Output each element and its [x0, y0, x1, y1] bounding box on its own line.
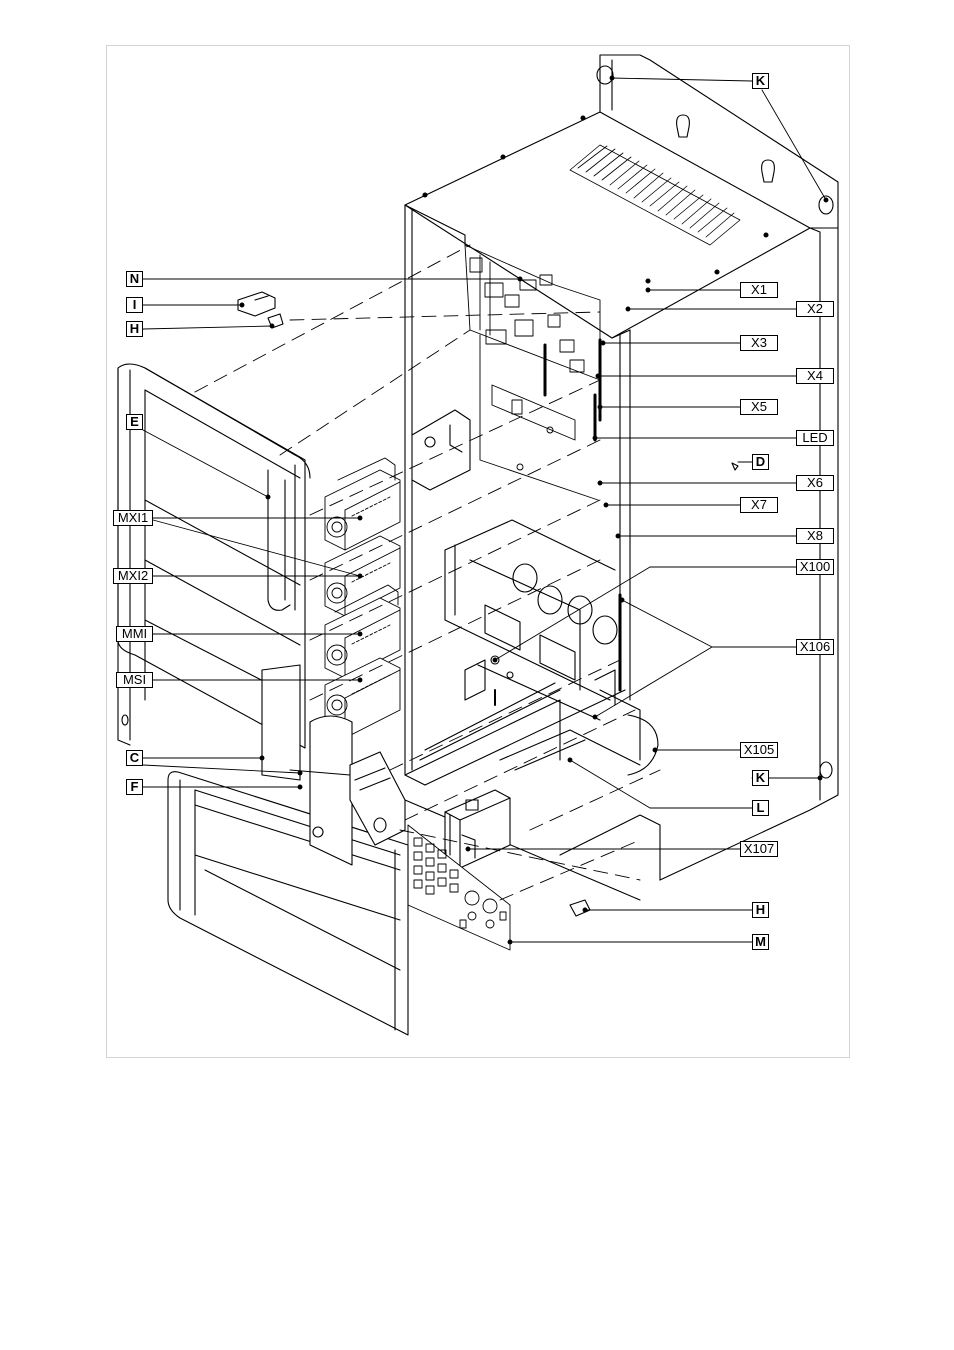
callout-f: F — [126, 779, 143, 795]
callout-x100: X100 — [796, 559, 834, 575]
option-modules — [325, 458, 400, 738]
callout-x106: X106 — [796, 639, 834, 655]
callout-x1: X1 — [740, 282, 778, 298]
callout-msi: MSI — [116, 672, 153, 688]
callout-x2: X2 — [796, 301, 834, 317]
callout-x8: X8 — [796, 528, 834, 544]
callout-c: C — [126, 750, 143, 766]
callout-mxi1: MXI1 — [113, 510, 153, 526]
callout-e: E — [126, 414, 143, 430]
callout-x107: X107 — [740, 841, 778, 857]
callout-x3: X3 — [740, 335, 778, 351]
callout-mxi2: MXI2 — [113, 568, 153, 584]
callout-h-left: H — [126, 321, 143, 337]
callout-x5: X5 — [740, 399, 778, 415]
callout-mmi: MMI — [116, 626, 153, 642]
callout-n: N — [126, 271, 143, 287]
callout-l: L — [752, 800, 769, 816]
callout-i: I — [126, 297, 143, 313]
callout-d: D — [752, 454, 769, 470]
callout-x7: X7 — [740, 497, 778, 513]
callout-x4: X4 — [796, 368, 834, 384]
callout-x105: X105 — [740, 742, 778, 758]
callout-x6: X6 — [796, 475, 834, 491]
callout-m: M — [752, 934, 769, 950]
callout-k-bottom: K — [752, 770, 769, 786]
power-section — [405, 410, 660, 900]
callout-h-right: H — [752, 902, 769, 918]
callout-led: LED — [796, 430, 834, 446]
module-x107 — [445, 790, 510, 868]
callout-k-top: K — [752, 73, 769, 89]
